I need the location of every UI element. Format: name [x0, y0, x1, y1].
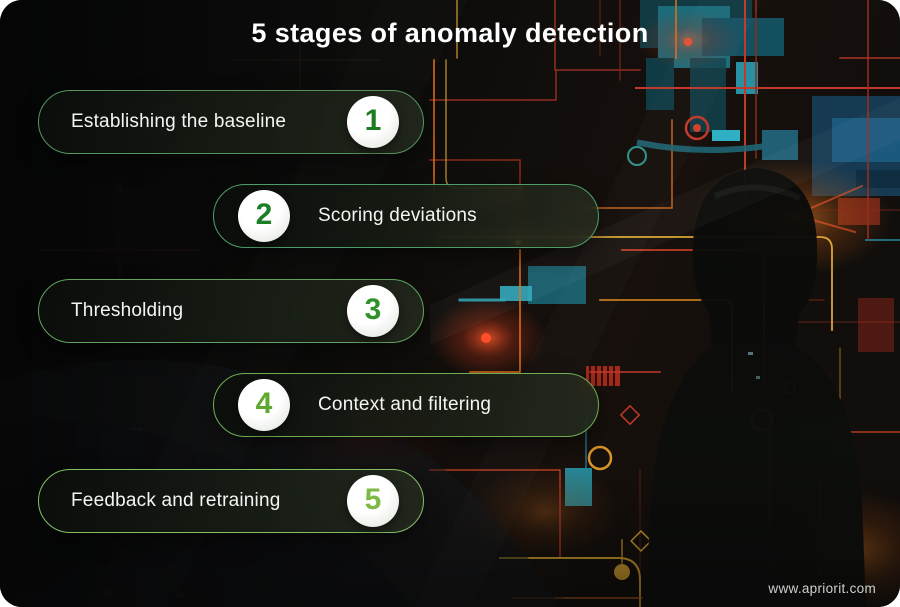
stage-pill-2: 2 Scoring deviations	[213, 184, 599, 248]
stage-pill-1: Establishing the baseline 1	[38, 90, 424, 154]
stage-4-label: Context and filtering	[318, 394, 492, 415]
stage-1-number-badge: 1	[347, 96, 399, 148]
page-title: 5 stages of anomaly detection	[251, 18, 649, 48]
stage-pill-5: Feedback and retraining 5	[38, 469, 424, 533]
stage-4-number: 4	[255, 387, 273, 420]
stage-2-number: 2	[255, 198, 273, 231]
stage-pill-3: Thresholding 3	[38, 279, 424, 343]
website-watermark: www.apriorit.com	[768, 581, 876, 596]
stage-1-label: Establishing the baseline	[71, 111, 287, 132]
stage-2-label: Scoring deviations	[318, 205, 477, 226]
stage-1-number: 1	[364, 104, 382, 137]
stage-3-number-badge: 3	[347, 285, 399, 337]
stage-2-number-badge: 2	[238, 190, 290, 242]
stage-5-number-badge: 5	[347, 475, 399, 527]
stage-5-label: Feedback and retraining	[71, 490, 281, 511]
stage-3-number: 3	[364, 293, 382, 326]
stage-4-number-badge: 4	[238, 379, 290, 431]
stage-3-label: Thresholding	[71, 300, 184, 321]
stage-pill-4: 4 Context and filtering	[213, 373, 599, 437]
stage-5-number: 5	[364, 483, 382, 516]
